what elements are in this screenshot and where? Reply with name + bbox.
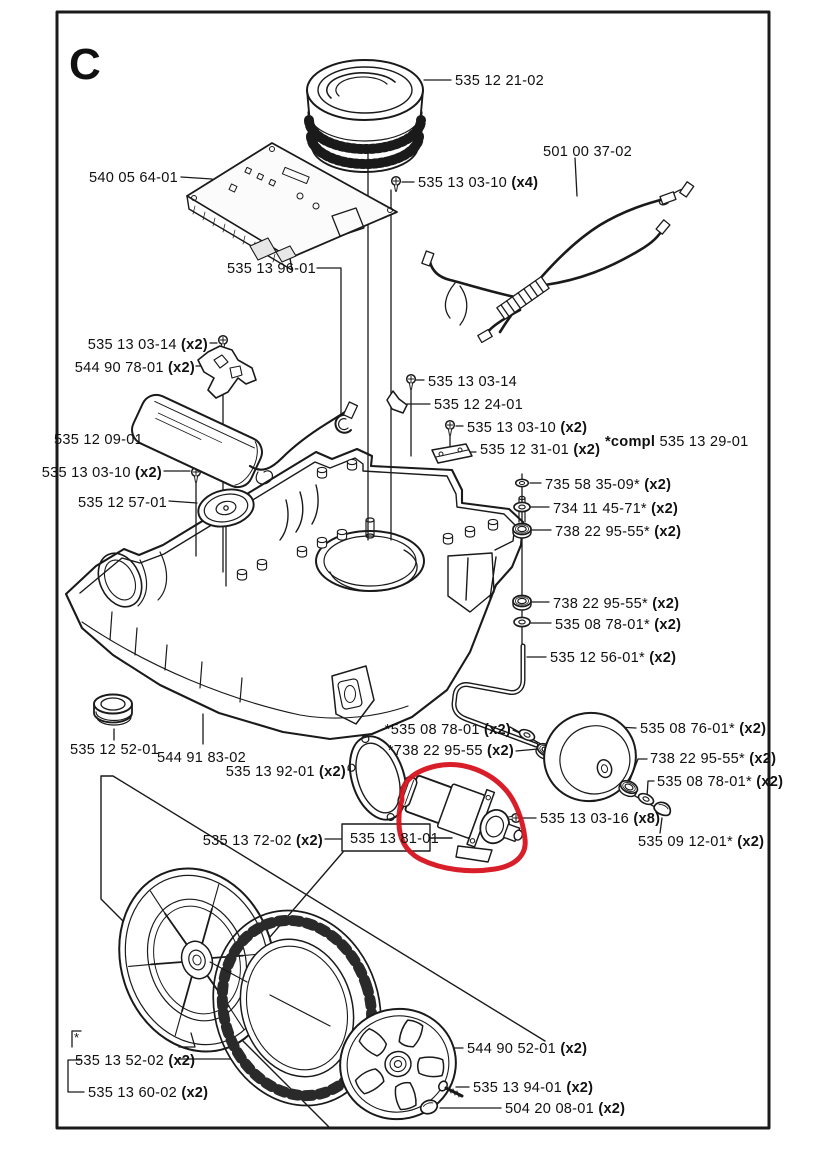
- label-clip: 535 12 24-01: [434, 397, 524, 413]
- screw-icon: [390, 175, 402, 192]
- label-hook: 535 13 96-01: [226, 261, 316, 277]
- label-rim: 535 13 52-02 (x2): [75, 1053, 196, 1069]
- label-motor: 535 13 81-01: [350, 831, 440, 847]
- label-hub-screw: 535 13 94-01 (x2): [473, 1080, 594, 1096]
- chassis-part: [64, 447, 526, 741]
- label-cap-front: 535 09 12-01* (x2): [638, 834, 765, 850]
- label-grommet: 535 12 52-01: [70, 742, 160, 758]
- bearing-icon: [512, 594, 532, 611]
- bearing-icon: [512, 522, 532, 539]
- gasket-part: [347, 734, 408, 822]
- label-wheel-motor: 535 13 72-02 (x2): [202, 833, 323, 849]
- front-wheel-part: [543, 711, 637, 803]
- label-bearing-top: 738 22 95-55* (x2): [555, 524, 682, 540]
- label-plate: 535 12 31-01 (x2): [480, 442, 601, 458]
- label-screw-pcb: 535 13 03-10 (x4): [418, 175, 539, 191]
- swing-arm-part: [451, 643, 539, 748]
- mount-bracket-part: [197, 345, 257, 399]
- speaker-part: [197, 488, 255, 528]
- label-compl-note: *compl 535 13 29-01: [605, 434, 749, 450]
- label-front-wheel: 535 08 76-01* (x2): [640, 721, 767, 737]
- label-hubcap: 544 90 52-01 (x2): [467, 1041, 588, 1057]
- wiring-harness-part: [421, 181, 695, 344]
- page-frame: [55, 10, 771, 1130]
- label-speaker: 535 12 57-01: [77, 495, 167, 511]
- red-annotation-circle: [396, 762, 528, 874]
- tire-part: [212, 909, 382, 1107]
- label-hub-plug: 504 20 08-01 (x2): [505, 1101, 626, 1117]
- label-screw-speaker: 535 13 03-10 (x2): [41, 465, 162, 481]
- label-screw-motor: 535 13 03-16 (x8): [540, 811, 661, 827]
- wheel-motor-part: [397, 775, 524, 863]
- drum-part: [304, 59, 426, 173]
- label-bearing-front: 738 22 95-55* (x2): [650, 751, 777, 767]
- grommet-part: [93, 693, 133, 726]
- plate-part: [431, 443, 473, 464]
- label-washer-arm: *535 08 78-01 (x2): [384, 722, 511, 738]
- washer-icon: [513, 616, 531, 628]
- pcb-part: [186, 142, 398, 271]
- label-swing-arm: 535 12 56-01* (x2): [550, 650, 677, 666]
- hub-screw-part: [438, 1080, 464, 1098]
- section-letter: C: [69, 40, 102, 89]
- label-bracket: 544 90 78-01 (x2): [74, 360, 195, 376]
- label-screw-bracket: 535 13 03-14 (x2): [87, 337, 208, 353]
- locknut-icon: [514, 478, 530, 488]
- washer-icon: [513, 501, 531, 513]
- note-brackets: [67, 1030, 196, 1093]
- axle-cap-part: [653, 801, 672, 817]
- label-chassis: 544 91 83-02: [157, 750, 247, 766]
- screw-icon: [405, 373, 417, 391]
- label-pcb: 540 05 64-01: [88, 170, 178, 186]
- motor-label-box: [341, 823, 453, 852]
- label-locknut-top: 735 58 35-09* (x2): [545, 477, 672, 493]
- label-bearing-arm: *738 22 95-55 (x2): [387, 743, 514, 759]
- label-screw-plate: 535 13 03-10 (x2): [467, 420, 588, 436]
- label-washer-front: 535 08 78-01* (x2): [657, 774, 784, 790]
- label-drum: 535 12 21-02: [455, 73, 545, 89]
- clip-part: [386, 390, 408, 414]
- label-gasket: 535 13 92-01 (x2): [225, 764, 346, 780]
- hubcap-part: [339, 1007, 457, 1121]
- label-harness: 501 00 37-02: [543, 144, 633, 160]
- label-bearing-mid: 738 22 95-55* (x2): [553, 596, 680, 612]
- label-washer-mid: 535 08 78-01* (x2): [555, 617, 682, 633]
- label-tire: 535 13 60-02 (x2): [88, 1085, 209, 1101]
- label-star-note: *: [74, 1030, 80, 1045]
- battery-part: [131, 393, 359, 489]
- label-washer-top: 734 11 45-71* (x2): [553, 501, 679, 517]
- screw-icon: [444, 419, 456, 437]
- label-screw-clip: 535 13 03-14: [428, 374, 518, 390]
- label-battery: 535 12 09-01: [53, 432, 143, 448]
- washer-icon: [636, 790, 656, 808]
- hub-plug-part: [419, 1099, 439, 1115]
